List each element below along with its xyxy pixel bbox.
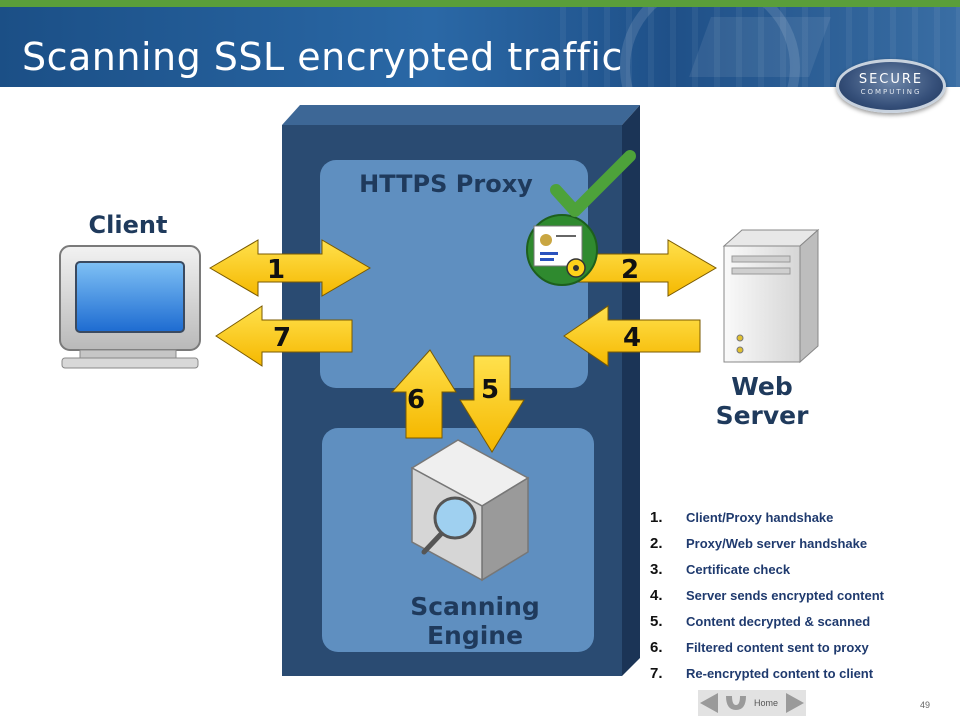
scanning-engine-label-line2: Engine xyxy=(426,621,524,650)
arrow-5 xyxy=(459,355,525,453)
secure-computing-logo: SECURE COMPUTING xyxy=(836,59,946,113)
arrow-2 xyxy=(571,239,717,297)
checkmark-icon xyxy=(550,150,636,217)
scanning-engine-icon xyxy=(410,439,530,582)
slide-navigation: Home xyxy=(698,690,806,716)
arrow-number-6: 6 xyxy=(407,385,425,415)
arrow-number-7: 7 xyxy=(273,323,291,353)
legend-item: 3. Certificate check xyxy=(650,556,950,582)
legend-item: 1. Client/Proxy handshake xyxy=(650,504,950,530)
logo-text-computing: COMPUTING xyxy=(860,88,922,96)
arrow-4 xyxy=(563,305,701,367)
legend-item-text: Client/Proxy handshake xyxy=(686,509,834,525)
legend-item-number: 1. xyxy=(650,508,663,526)
slide-header: Scanning SSL encrypted traffic xyxy=(0,7,960,87)
next-slide-icon[interactable] xyxy=(786,693,804,713)
legend-item-text: Filtered content sent to proxy xyxy=(686,639,869,655)
web-server-label-line2: Server xyxy=(715,401,809,430)
proxy-box-side xyxy=(622,105,640,676)
home-link[interactable]: Home xyxy=(754,698,778,708)
legend-item-text: Certificate check xyxy=(686,561,791,577)
arrow-6 xyxy=(390,349,457,439)
legend-item: 2. Proxy/Web server handshake xyxy=(650,530,950,556)
scanning-engine-label-line1: Scanning xyxy=(410,592,540,621)
arrow-1 xyxy=(209,239,371,297)
https-proxy-panel xyxy=(320,160,588,388)
steps-legend: 1. Client/Proxy handshake 2. Proxy/Web ser… xyxy=(650,504,950,686)
legend-item: 4. Server sends encrypted content xyxy=(650,582,950,608)
legend-item-number: 7. xyxy=(650,664,663,682)
logo-text-secure: SECURE xyxy=(858,72,924,87)
proxy-box-top xyxy=(282,105,640,125)
certificate-check-icon xyxy=(526,150,636,286)
top-accent-bar xyxy=(0,0,960,7)
header-decoration xyxy=(620,7,800,87)
web-server-label: Web Server xyxy=(700,372,824,430)
magnifier-icon xyxy=(433,496,477,540)
legend-item-text: Re-encrypted content to client xyxy=(686,665,874,681)
legend-item-text: Server sends encrypted content xyxy=(686,587,884,603)
legend-item: 5. Content decrypted & scanned xyxy=(650,608,950,634)
legend-item-number: 4. xyxy=(650,586,663,604)
legend-item: 6. Filtered content sent to proxy xyxy=(650,634,950,660)
previous-slide-icon[interactable] xyxy=(700,693,718,713)
arrow-number-1: 1 xyxy=(267,255,285,285)
arrow-7 xyxy=(215,305,353,367)
scanning-engine-label: Scanning Engine xyxy=(392,592,558,650)
https-proxy-label: HTTPS Proxy xyxy=(359,170,533,198)
client-computer-icon xyxy=(59,245,201,369)
arrow-number-2: 2 xyxy=(621,255,639,285)
return-icon[interactable] xyxy=(726,696,746,710)
legend-item-text: Proxy/Web server handshake xyxy=(686,535,868,551)
page-number: 49 xyxy=(920,700,931,710)
arrow-number-4: 4 xyxy=(623,323,641,353)
slide-title: Scanning SSL encrypted traffic xyxy=(22,35,623,79)
legend-item-text: Content decrypted & scanned xyxy=(686,613,871,629)
arrow-number-5: 5 xyxy=(481,375,499,405)
web-server-icon xyxy=(722,228,820,364)
legend-item: 7. Re-encrypted content to client xyxy=(650,660,950,686)
web-server-label-line1: Web xyxy=(731,372,793,401)
client-label: Client xyxy=(88,211,168,239)
legend-item-number: 3. xyxy=(650,560,663,578)
legend-item-number: 2. xyxy=(650,534,663,552)
legend-item-number: 6. xyxy=(650,638,663,656)
legend-item-number: 5. xyxy=(650,612,663,630)
